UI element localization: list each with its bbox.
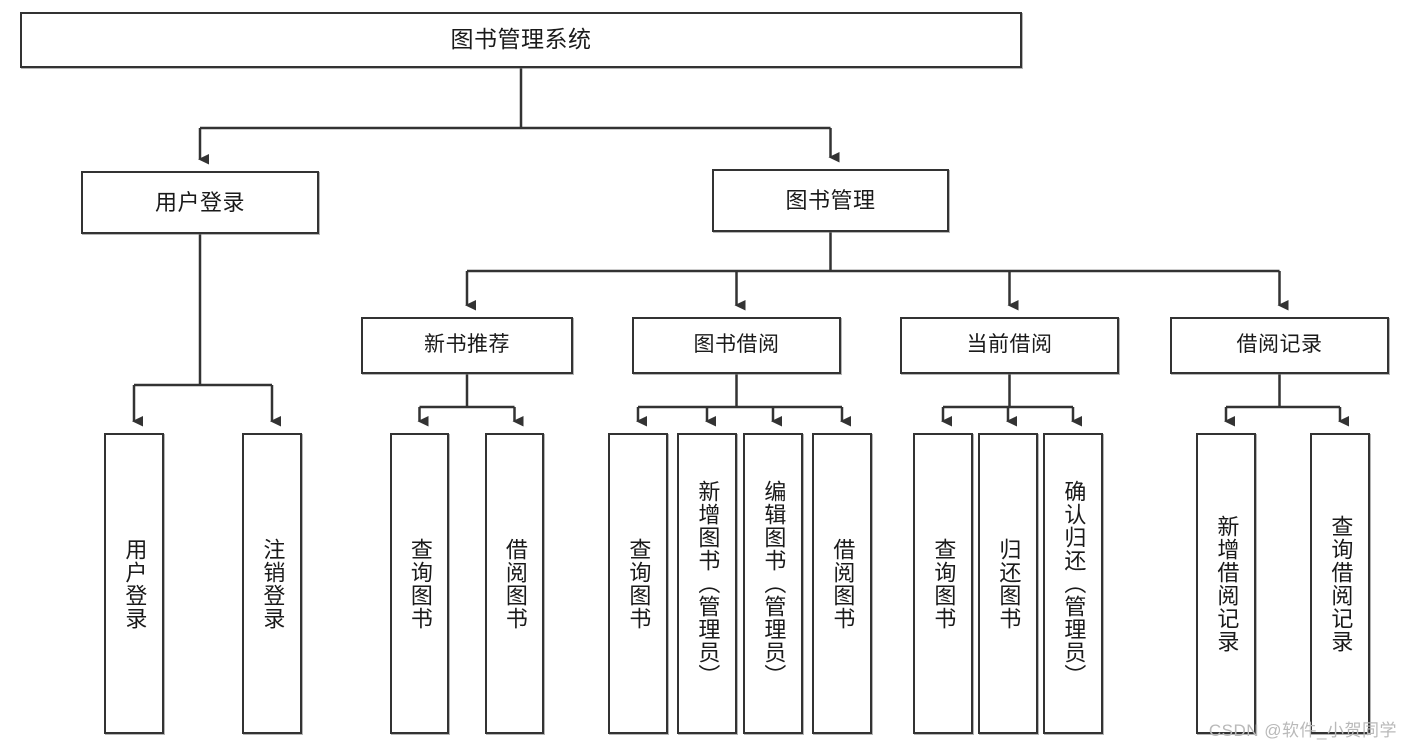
node-borrow-record[interactable]: 借阅记录 [1170, 317, 1389, 374]
node-label: 查询图书 [626, 537, 652, 630]
node-leaf-borrow-book-recommend[interactable]: 借阅图书 [485, 433, 544, 734]
node-user-login[interactable]: 用户登录 [81, 171, 319, 234]
node-leaf-logout-login[interactable]: 注销登录 [242, 433, 302, 734]
node-label: 借阅图书 [830, 537, 856, 630]
node-label: 新增图书（管理员） [695, 480, 721, 687]
node-leaf-user-login[interactable]: 用户登录 [104, 433, 164, 734]
node-new-book-recommend[interactable]: 新书推荐 [361, 317, 573, 374]
node-label: 用户登录 [154, 189, 245, 215]
node-label: 图书管理 [785, 187, 876, 213]
node-leaf-edit-book-admin[interactable]: 编辑图书（管理员） [743, 433, 803, 734]
node-label: 图书借阅 [693, 333, 780, 357]
node-label: 借阅图书 [502, 537, 528, 630]
node-label: 确认归还（管理员） [1061, 480, 1087, 687]
node-leaf-query-book-borrow[interactable]: 查询图书 [608, 433, 668, 734]
node-root[interactable]: 图书管理系统 [20, 12, 1022, 68]
node-label: 查询图书 [407, 537, 433, 630]
node-label: 编辑图书（管理员） [761, 480, 787, 687]
node-label: 归还图书 [996, 537, 1022, 630]
node-leaf-borrow-book[interactable]: 借阅图书 [812, 433, 872, 734]
node-leaf-return-book[interactable]: 归还图书 [978, 433, 1038, 734]
node-label: 图书管理系统 [450, 26, 592, 53]
node-leaf-query-book-current[interactable]: 查询图书 [913, 433, 973, 734]
node-leaf-confirm-return-admin[interactable]: 确认归还（管理员） [1043, 433, 1103, 734]
node-label: 查询借阅记录 [1328, 514, 1354, 653]
csdn-watermark: CSDN @软件_小贺同学 [1208, 721, 1397, 740]
node-current-borrow[interactable]: 当前借阅 [900, 317, 1119, 374]
node-leaf-query-borrow-record[interactable]: 查询借阅记录 [1310, 433, 1370, 734]
node-label: 用户登录 [122, 537, 148, 630]
node-leaf-add-borrow-record[interactable]: 新增借阅记录 [1196, 433, 1256, 734]
node-label: 查询图书 [931, 537, 957, 630]
node-label: 新书推荐 [424, 333, 510, 357]
node-leaf-add-book-admin[interactable]: 新增图书（管理员） [677, 433, 737, 734]
node-label: 新增借阅记录 [1214, 514, 1240, 653]
node-label: 当前借阅 [966, 333, 1053, 357]
node-label: 注销登录 [260, 537, 286, 630]
node-book-borrow[interactable]: 图书借阅 [632, 317, 841, 374]
node-leaf-query-book-recommend[interactable]: 查询图书 [390, 433, 449, 734]
node-book-manage[interactable]: 图书管理 [712, 169, 949, 232]
node-label: 借阅记录 [1236, 333, 1323, 357]
